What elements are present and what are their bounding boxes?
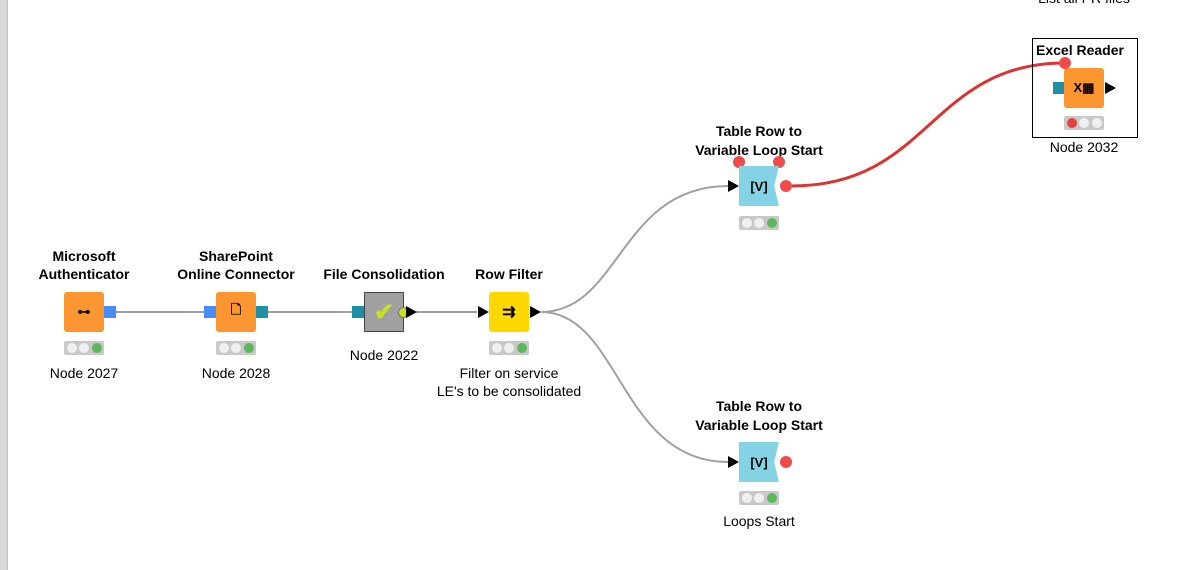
node-title: Table Row to xyxy=(715,123,803,139)
row-filter-node[interactable]: ⇉ xyxy=(489,292,529,332)
checkmark-icon: ✔ xyxy=(373,298,395,326)
node-title: Excel Reader xyxy=(1036,42,1124,58)
input-port[interactable] xyxy=(728,180,739,192)
input-port[interactable] xyxy=(728,456,739,468)
node-label[interactable]: Node 2028 xyxy=(201,365,271,381)
node-title: Online Connector xyxy=(177,266,295,282)
status-light xyxy=(739,491,779,505)
status-light xyxy=(1064,116,1104,130)
key-icon: ⊶ xyxy=(77,304,91,319)
node-title: Table Row to xyxy=(715,398,803,414)
sharepoint-connector-node[interactable]: 🗋 xyxy=(216,292,256,332)
status-light xyxy=(739,216,779,230)
node-label[interactable]: Node 2032 xyxy=(1049,139,1119,155)
annotation-top: List all PR files xyxy=(974,0,1183,8)
node-title: Variable Loop Start xyxy=(695,142,823,158)
table-row-to-variable-loop-start-node[interactable]: [V] xyxy=(739,442,779,482)
input-port[interactable] xyxy=(1053,82,1065,94)
output-port[interactable] xyxy=(104,306,116,318)
variable-loop-icon: [V] xyxy=(750,454,768,470)
input-port[interactable] xyxy=(478,306,489,318)
node-label[interactable]: Node 2022 xyxy=(349,347,419,363)
node-label[interactable]: Node 2027 xyxy=(49,365,119,381)
node-title: File Consolidation xyxy=(323,266,445,282)
node-title: SharePoint xyxy=(199,248,273,264)
flow-variable-port[interactable] xyxy=(733,156,745,168)
row-filter-icon: ⇉ xyxy=(502,304,516,321)
status-light xyxy=(489,341,529,355)
excel-icon: X▦ xyxy=(1073,80,1095,95)
node-title: Row Filter xyxy=(475,266,543,282)
output-port[interactable] xyxy=(1105,82,1116,94)
input-port[interactable] xyxy=(352,306,364,318)
node-title: Authenticator xyxy=(38,266,130,282)
node-title: Microsoft xyxy=(52,248,116,264)
flow-variable-port[interactable] xyxy=(1059,57,1071,69)
status-light xyxy=(216,341,256,355)
file-connector-icon: 🗋 xyxy=(230,302,242,317)
excel-reader-node[interactable]: X▦ xyxy=(1064,68,1104,108)
node-label[interactable]: LE's to be consolidated xyxy=(436,383,582,399)
canvas-left-border xyxy=(0,0,8,570)
flow-variable-port[interactable] xyxy=(773,156,785,168)
connection-rowfilter-loopbottom[interactable] xyxy=(540,311,729,463)
output-port[interactable] xyxy=(256,306,268,318)
variable-output-port[interactable] xyxy=(780,456,792,468)
output-port[interactable] xyxy=(406,306,417,318)
output-port[interactable] xyxy=(530,306,541,318)
selection-box xyxy=(1032,38,1138,138)
input-port[interactable] xyxy=(204,306,216,318)
variable-output-port[interactable] xyxy=(780,180,792,192)
status-light xyxy=(64,341,104,355)
variable-loop-icon: [V] xyxy=(750,178,768,194)
table-row-to-variable-loop-start-node[interactable]: [V] xyxy=(739,166,779,206)
connection-rowfilter-looptop[interactable] xyxy=(540,185,729,313)
node-label[interactable]: Filter on service xyxy=(459,365,559,381)
variable-connection-loop-excel[interactable] xyxy=(791,61,1066,188)
node-title: Variable Loop Start xyxy=(695,417,823,433)
node-label[interactable]: Loops Start xyxy=(723,513,795,529)
microsoft-authenticator-node[interactable]: ⊶ xyxy=(64,292,104,332)
